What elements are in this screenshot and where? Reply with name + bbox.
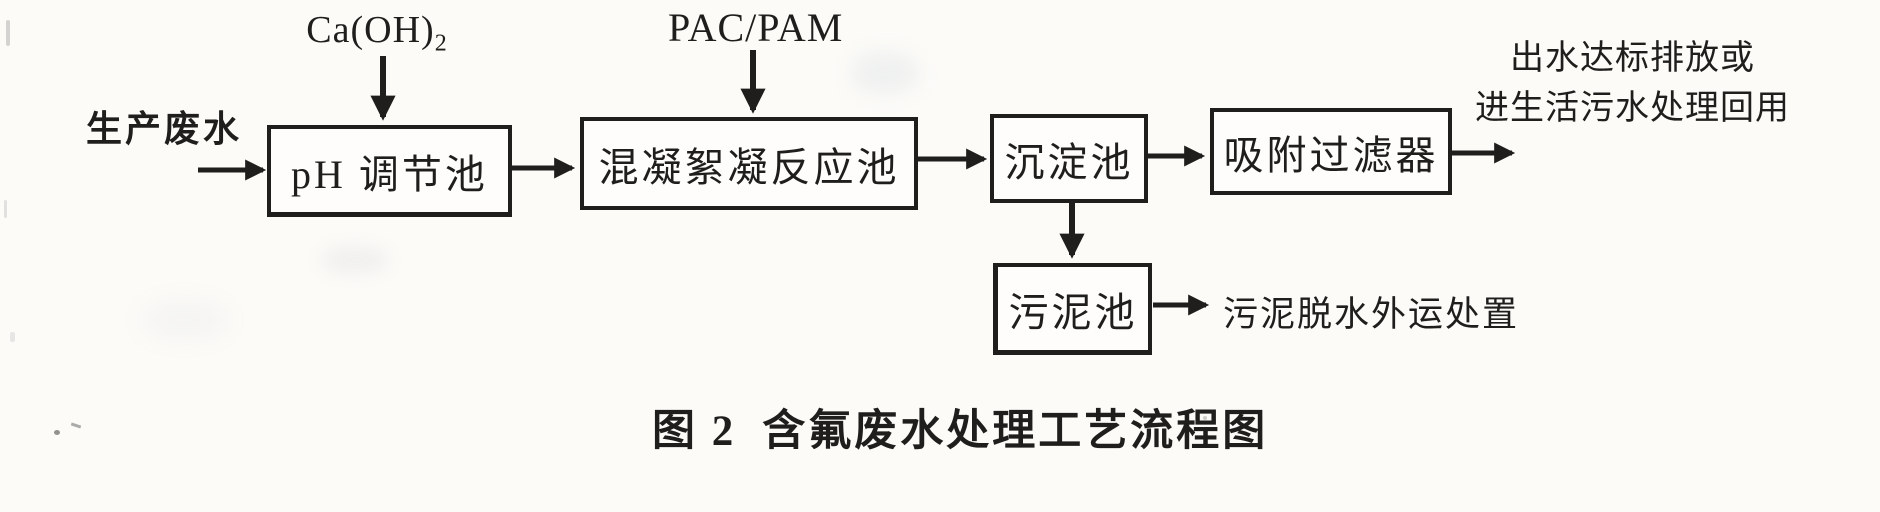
effluent-output-label: 出水达标排放或 进生活污水处理回用 bbox=[1455, 34, 1810, 134]
sedimentation-tank-label: 沉淀池 bbox=[1004, 139, 1134, 185]
sludge-disposal-label: 污泥脱水外运处置 bbox=[1223, 295, 1520, 334]
figure-caption-title: 含氟废水处理工艺流程图 bbox=[762, 408, 1269, 455]
reagent-caoh2-label: Ca(OH)2 bbox=[302, 8, 452, 56]
effluent-output-line2: 进生活污水处理回用 bbox=[1475, 90, 1790, 127]
reagent-caoh2-subscript: 2 bbox=[434, 30, 448, 57]
ph-adjustment-tank-label: pH 调节池 bbox=[291, 151, 488, 197]
sludge-tank-label: 污泥池 bbox=[1008, 289, 1138, 335]
figure-caption-number: 图 2 bbox=[652, 408, 737, 455]
adsorption-filter-box: 吸附过滤器 bbox=[1210, 108, 1452, 195]
coagulation-flocculation-tank-box: 混凝絮凝反应池 bbox=[580, 117, 918, 210]
adsorption-filter-label: 吸附过滤器 bbox=[1223, 132, 1439, 178]
reagent-caoh2-base: Ca(OH) bbox=[306, 9, 435, 51]
sedimentation-tank-box: 沉淀池 bbox=[990, 114, 1148, 203]
reagent-pacpam-label: PAC/PAM bbox=[668, 5, 844, 50]
ph-adjustment-tank-box: pH 调节池 bbox=[267, 125, 512, 217]
coagulation-flocculation-tank-label: 混凝絮凝反应池 bbox=[598, 144, 900, 190]
sludge-tank-box: 污泥池 bbox=[993, 263, 1152, 355]
feed-wastewater-label: 生产废水 bbox=[86, 109, 243, 149]
effluent-output-line1: 出水达标排放或 bbox=[1510, 40, 1755, 77]
